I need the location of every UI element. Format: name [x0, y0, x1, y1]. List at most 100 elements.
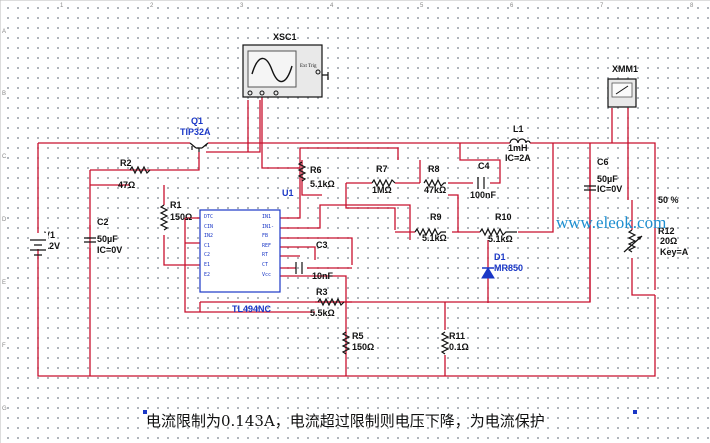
ruler-top-3: 3 [240, 3, 244, 9]
inductor-l1[interactable]: L1 1mH IC=2A [505, 124, 531, 163]
r10-ref: R10 [495, 212, 512, 222]
resistor-r8[interactable]: R8 47kΩ [423, 164, 446, 195]
xsc1-label: XSC1 [273, 32, 297, 42]
annotation-text[interactable]: 电流限制为0.143A，电流超过限制则电压下降，为电流保护 [146, 412, 545, 430]
ruler-left-f: F [2, 343, 6, 349]
battery-v1[interactable]: V1 12V [30, 230, 60, 256]
c6-value: 50µF [597, 174, 618, 184]
ruler-top-7: 7 [600, 3, 604, 9]
r12-percent: 50 % [658, 195, 679, 205]
potentiometer-r12[interactable]: 50 % R12 20Ω Key=A [623, 195, 689, 257]
r12-key: Key=A [660, 247, 689, 257]
svg-text:IN2: IN2 [204, 233, 213, 239]
ruler-top-2: 2 [150, 3, 154, 9]
l1-ref: L1 [513, 124, 524, 134]
multimeter-xmm1[interactable]: XMM1 [607, 64, 638, 108]
watermark: www.eleok.com [556, 213, 666, 232]
svg-text:DTC: DTC [204, 214, 213, 220]
svg-text:REF: REF [262, 243, 271, 249]
ruler-left-d: D [2, 217, 7, 223]
r12-ref: R12 [658, 226, 675, 236]
c4-ref: C4 [478, 161, 490, 171]
c3-ref: C3 [316, 240, 328, 250]
r7-ref: R7 [376, 164, 388, 174]
resistor-r2[interactable]: R2 47Ω [118, 158, 151, 190]
resistor-r11[interactable]: R11 0.1Ω [440, 331, 469, 355]
d1-ref: D1 [494, 252, 506, 262]
resistor-r10[interactable]: R10 5.1kΩ [479, 212, 517, 244]
r9-ref: R9 [430, 212, 442, 222]
svg-text:C1: C1 [204, 243, 210, 249]
q1-ref: Q1 [191, 116, 203, 126]
r3-ref: R3 [316, 287, 328, 297]
oscilloscope-xsc1[interactable]: XSC1 Ext Trig [242, 32, 329, 98]
resistor-r6[interactable]: R6 5.1kΩ [297, 161, 335, 189]
u1-ref: U1 [282, 188, 294, 198]
resistor-r5[interactable]: R5 150Ω [341, 331, 374, 355]
l1-value: 1mH [508, 143, 528, 153]
c3-value: 10nF [312, 271, 334, 281]
v1-ref: V1 [44, 230, 55, 240]
r6-ref: R6 [310, 165, 322, 175]
r9-value: 5.1kΩ [422, 233, 447, 243]
d1-model: MR850 [494, 263, 523, 273]
ruler-top-4: 4 [330, 3, 334, 9]
c4-value: 100nF [470, 190, 497, 200]
meter-needle-icon [615, 85, 629, 95]
r1-ref: R1 [170, 200, 182, 210]
transistor-q1[interactable]: Q1 TIP32A [180, 116, 211, 152]
ruler-top-8: 8 [690, 3, 694, 9]
resistor-r1[interactable]: R1 150Ω [159, 200, 192, 231]
capacitor-c6[interactable]: C6 50µF IC=0V [584, 157, 622, 194]
v1-value: 12V [44, 241, 60, 251]
ruler-top-5: 5 [420, 3, 424, 9]
svg-text:E1: E1 [204, 262, 210, 268]
svg-text:Vcc: Vcc [262, 272, 271, 278]
r5-ref: R5 [352, 331, 364, 341]
c6-ref: C6 [597, 157, 609, 167]
capacitor-c2[interactable]: C2 50µF IC=0V [84, 217, 122, 255]
r12-value: 20Ω [660, 236, 677, 246]
ruler-left-b: B [2, 91, 6, 97]
resistor-r7[interactable]: R7 1MΩ [371, 164, 396, 195]
resistor-r9[interactable]: R9 5.1kΩ [414, 212, 447, 243]
r2-ref: R2 [120, 158, 132, 168]
ruler-left-c: C [2, 154, 7, 160]
selection-handle-right[interactable] [633, 410, 637, 414]
r1-value: 150Ω [170, 212, 192, 222]
diode-d1[interactable]: D1 MR850 [481, 252, 523, 279]
ruler-left-a: A [2, 29, 6, 35]
svg-text:C2: C2 [204, 252, 210, 258]
r8-value: 47kΩ [424, 185, 446, 195]
c6-ic: IC=0V [597, 184, 622, 194]
ruler-top-6: 6 [510, 3, 514, 9]
resistor-r3[interactable]: R3 5.5kΩ [310, 287, 345, 318]
svg-text:RT: RT [262, 252, 268, 258]
capacitor-c3[interactable]: C3 10nF [295, 240, 334, 281]
sine-wave-icon [251, 57, 293, 83]
l1-ic: IC=2A [505, 153, 531, 163]
svg-text:E2: E2 [204, 272, 210, 278]
r7-value: 1MΩ [372, 185, 392, 195]
xmm1-label: XMM1 [612, 64, 638, 74]
c2-value: 50µF [97, 234, 118, 244]
svg-text:CT: CT [262, 262, 268, 268]
r3-value: 5.5kΩ [310, 308, 335, 318]
ruler-left-g: G [2, 406, 7, 412]
r11-ref: R11 [449, 331, 465, 341]
svg-text:IN1: IN1 [262, 214, 271, 220]
q1-model: TIP32A [180, 127, 211, 137]
svg-text:CIN: CIN [204, 224, 213, 230]
svg-text:FB: FB [262, 233, 268, 239]
r6-value: 5.1kΩ [310, 179, 335, 189]
r5-value: 150Ω [352, 342, 374, 352]
ruler-left-e: E [2, 280, 6, 286]
ext-trig-label: Ext Trig [300, 64, 317, 69]
c2-ref: C2 [97, 217, 109, 227]
r11-value: 0.1Ω [449, 342, 469, 352]
capacitor-c4[interactable]: C4 100nF [470, 161, 497, 200]
selection-handle-left[interactable] [143, 410, 147, 414]
